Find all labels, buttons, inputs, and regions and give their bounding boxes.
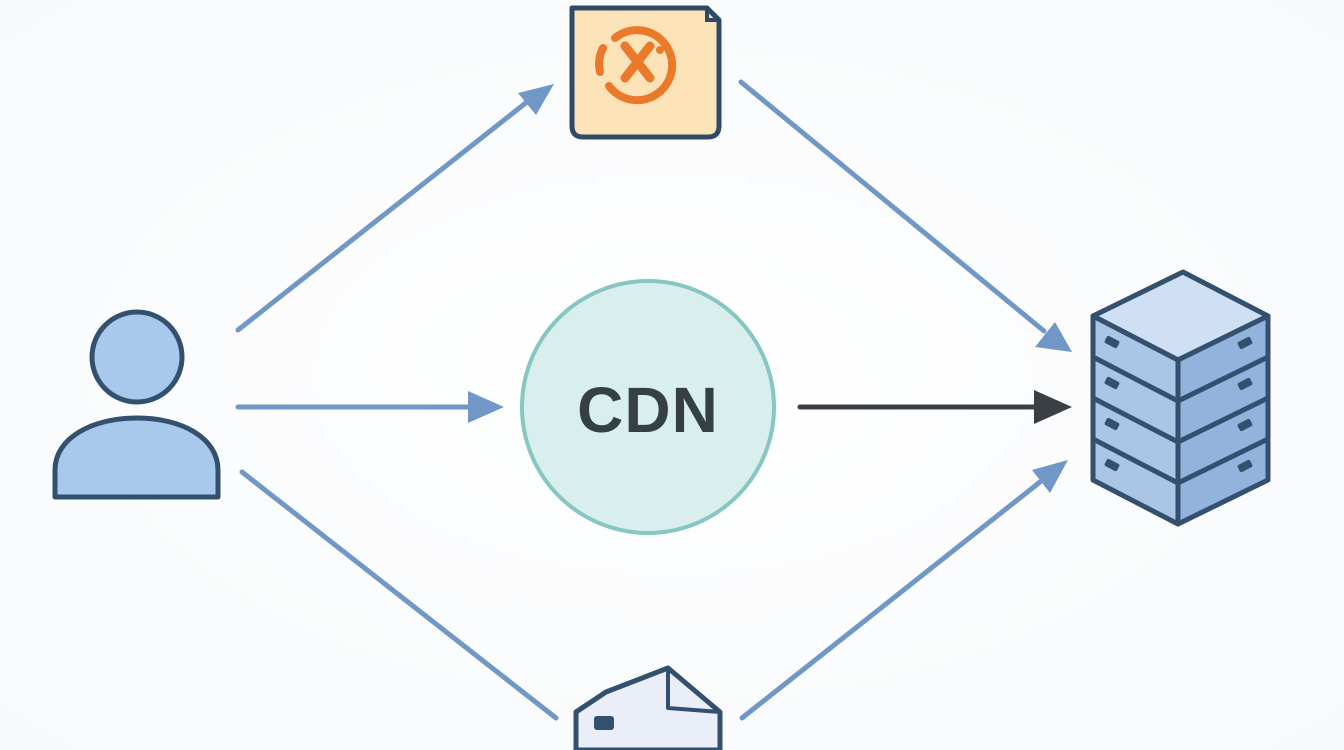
document-x-icon (569, 5, 722, 140)
edges (235, 79, 1072, 721)
sync-x-mark-icon (595, 26, 677, 105)
server-rack-icon (1090, 269, 1271, 527)
server-drive-indicators (1104, 335, 1253, 473)
edge-cdn-to-server (797, 390, 1072, 424)
edge-user-to-bottom-document (239, 469, 559, 721)
card-chip-icon (594, 716, 614, 730)
user-icon (52, 309, 221, 500)
envelope-card-icon (573, 665, 723, 750)
edge-user-to-cdn (235, 391, 504, 423)
edge-bottom-document-to-server (739, 460, 1068, 721)
edge-top-document-to-server (738, 79, 1072, 352)
cdn-node: CDN (520, 279, 776, 535)
cdn-label: CDN (577, 374, 719, 446)
edge-user-to-top-document (235, 84, 554, 333)
